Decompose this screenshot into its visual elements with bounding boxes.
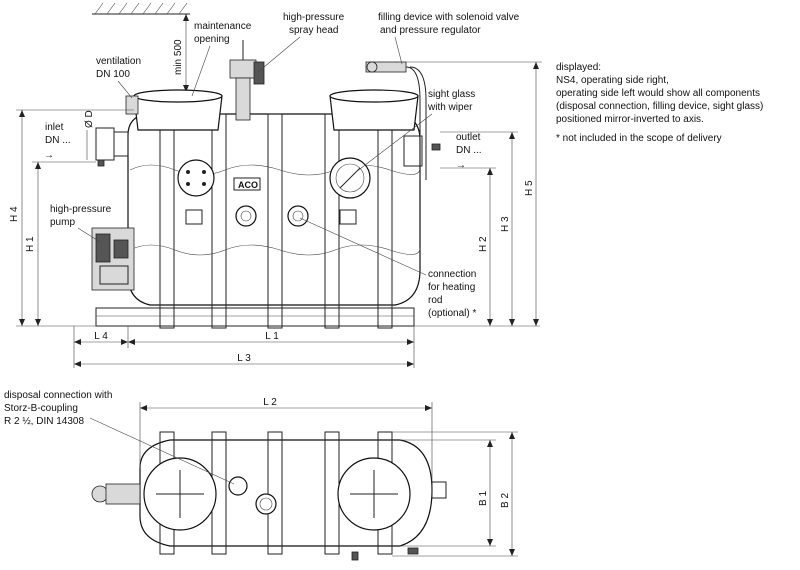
b1-label: B 1 — [478, 491, 489, 506]
sight-glass-label-1: sight glass — [428, 89, 475, 100]
l1-label: L 1 — [265, 331, 279, 342]
horizontal-dimensions: L 4 L 1 L 3 — [73, 326, 415, 368]
h2-label: H 2 — [478, 236, 489, 252]
outlet-label-1: outlet — [456, 132, 481, 143]
inlet-arrow: → — [44, 150, 54, 161]
outlet-label-2: DN ... — [456, 145, 482, 156]
vertical-dimensions: H 4 H 1 H 2 H 3 H 5 — [9, 61, 542, 327]
ventilation-label-2: DN 100 — [96, 69, 130, 80]
maintenance-label-1: maintenance — [194, 21, 252, 32]
maintenance-label-2: opening — [194, 34, 230, 45]
l4-label: L 4 — [94, 331, 108, 342]
high-pressure-pump — [91, 227, 135, 291]
plan-dimensions: L 2 B 1 B 2 — [139, 397, 518, 557]
l3-label: L 3 — [237, 353, 251, 364]
front-labels: maintenance opening high-pressure spray … — [44, 12, 520, 319]
heating-rod-label-1: connection — [428, 269, 476, 280]
h5-label: H 5 — [524, 180, 535, 196]
inlet-pipe — [95, 127, 129, 167]
note-line-2: NS4, operating side right, — [556, 75, 669, 86]
disposal-connection — [228, 476, 277, 515]
hp-pump-label-2: pump — [50, 217, 75, 228]
ventilation-label-1: ventilation — [96, 56, 141, 67]
heating-rod-label-2: for heating — [428, 282, 475, 293]
disposal-label-2: Storz-B-coupling — [4, 403, 78, 414]
filling-device-label-1: filling device with solenoid valve — [378, 12, 520, 23]
ground-hatch — [92, 2, 190, 15]
outlet-pipe — [403, 135, 441, 167]
ventilation-pipe — [125, 95, 139, 115]
min500-label: min 500 — [173, 39, 184, 75]
spray-head — [229, 40, 265, 121]
h4-label: H 4 — [9, 206, 20, 222]
disposal-label-3: R 2 ½, DIN 14308 — [4, 416, 84, 427]
aco-logo — [233, 177, 261, 191]
note-line-5: positioned mirror-inverted to axis. — [556, 114, 704, 125]
plan-pump — [91, 483, 141, 505]
filling-device-label-2: and pressure regulator — [380, 25, 481, 36]
heating-rod-connections — [235, 205, 309, 227]
h1-label: H 1 — [25, 236, 36, 252]
sight-glass-label-2: with wiper — [427, 102, 473, 113]
min500-dimension: min 500 — [173, 14, 189, 92]
heating-rod-label-4: (optional) * — [428, 308, 476, 319]
plan-view-tank — [91, 431, 447, 561]
heating-rod-label-3: rod — [428, 295, 442, 306]
note-line-7: * not included in the scope of delivery — [556, 133, 722, 144]
filling-device — [365, 61, 427, 180]
l2-label: L 2 — [263, 397, 277, 408]
b2-label: B 2 — [500, 493, 511, 508]
od-label: Ø D — [84, 110, 95, 128]
note-block: displayed: NS4, operating side right, op… — [556, 62, 763, 144]
aco-logo-text: ACO — [238, 180, 258, 190]
plan-labels: disposal connection with Storz-B-couplin… — [4, 390, 235, 485]
h3-label: H 3 — [500, 216, 511, 232]
inlet-label-1: inlet — [45, 122, 64, 133]
note-line-3: operating side left would show all compo… — [556, 88, 760, 99]
disposal-label-1: disposal connection with — [4, 390, 112, 401]
note-line-4: (disposal connection, filling device, si… — [556, 101, 763, 112]
front-view-tank: ACO — [91, 40, 441, 329]
sight-glass — [329, 157, 371, 199]
outlet-arrow: → — [456, 160, 466, 171]
hp-pump-label-1: high-pressure — [50, 204, 112, 215]
inlet-label-2: DN ... — [45, 135, 71, 146]
note-line-1: displayed: — [556, 62, 601, 73]
plan-outlet — [431, 481, 447, 499]
spray-head-label-1: high-pressure — [283, 12, 345, 23]
access-cover-left — [177, 159, 215, 197]
spray-head-label-2: spray head — [289, 25, 338, 36]
